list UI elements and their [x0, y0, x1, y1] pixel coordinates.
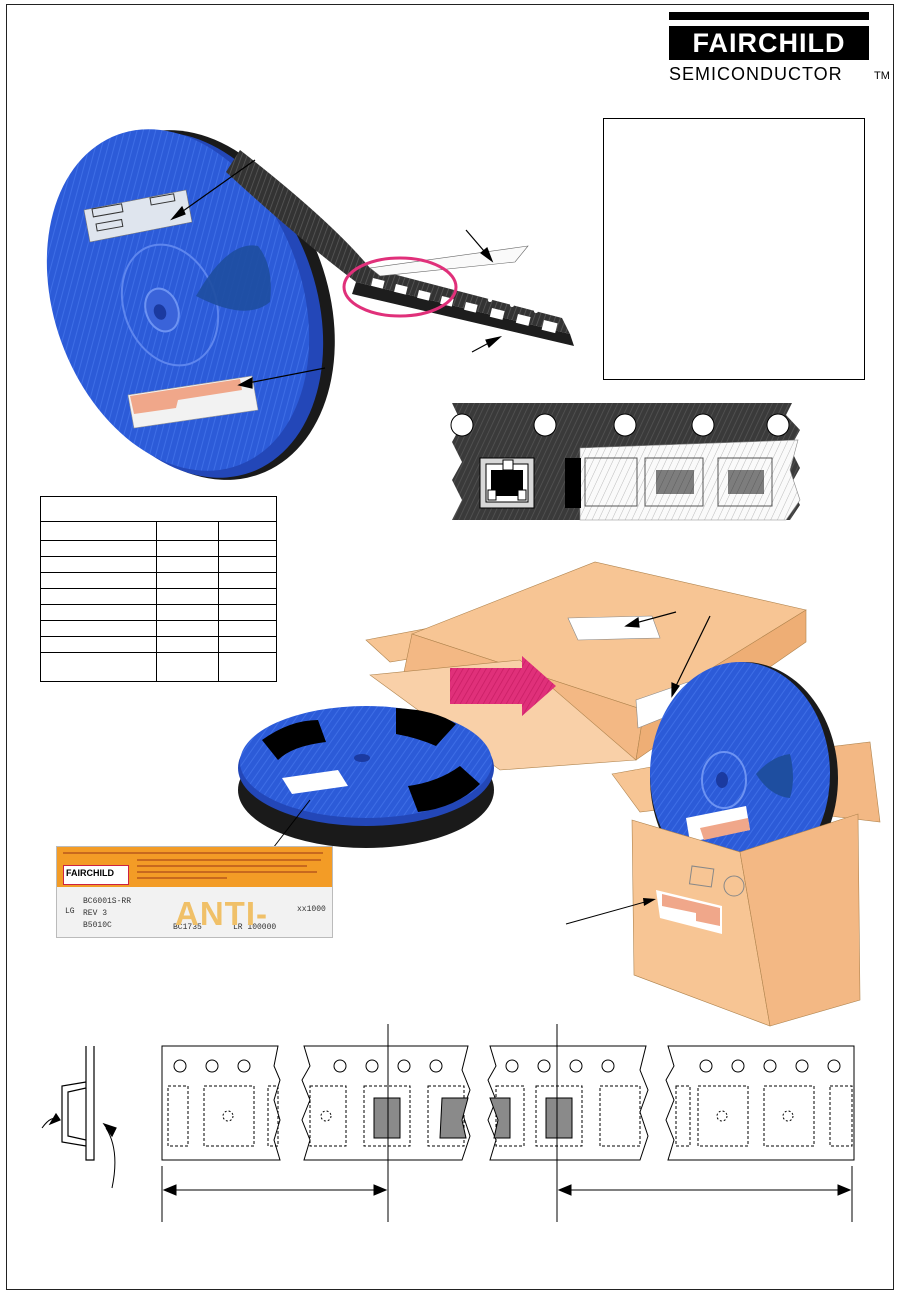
table-row [41, 541, 276, 557]
label-text: LR 100000 [233, 923, 277, 932]
label-text: B5010C [83, 921, 112, 930]
large-reel [46, 129, 574, 480]
label-text: REV 3 [83, 909, 108, 918]
table-row [41, 653, 276, 681]
open-shipping-box [565, 662, 881, 1027]
table-row [41, 521, 276, 541]
table-row [41, 621, 276, 637]
reel-top-label [83, 189, 193, 243]
pocket-highlight-ring [342, 256, 458, 318]
reel-bottom-label [127, 375, 259, 429]
logo-name: FAIRCHILD [669, 26, 869, 60]
small-reel [238, 706, 494, 853]
flat-shipping-box [365, 561, 807, 771]
leader-arrows-reel [170, 159, 503, 389]
insert-arrow [450, 656, 556, 716]
notes-box [603, 118, 865, 380]
label-text: BC6001S-RR [83, 897, 132, 906]
label-text: BC1735 [173, 923, 202, 932]
label-logo: FAIRCHILD [63, 865, 129, 885]
fairchild-logo: FAIRCHILD SEMICONDUCTOR TM [669, 12, 890, 84]
tape-cross-section [41, 1046, 117, 1189]
table-row [41, 557, 276, 573]
table-row [41, 573, 276, 589]
anti-static-stamp: ANTI-STATIC [175, 895, 294, 937]
reel-label-sample: FAIRCHILD LG BC6001S-RR REV 3 B5010C BC1… [56, 846, 333, 938]
tape-strip-schematic [161, 1024, 855, 1222]
closeup-component [479, 457, 535, 509]
page-frame [6, 4, 894, 1290]
tape-closeup [450, 403, 801, 521]
table-row [41, 637, 276, 653]
logo-subtitle: SEMICONDUCTOR [669, 64, 843, 84]
label-text: xx1000 [297, 905, 326, 914]
table-row [41, 589, 276, 605]
label-text: LG [65, 907, 75, 916]
table-row [41, 605, 276, 621]
logo-top-bar [669, 12, 869, 20]
logo-trademark: TM [874, 70, 890, 82]
reel-spec-table [40, 496, 277, 682]
table-title-row [41, 497, 276, 522]
